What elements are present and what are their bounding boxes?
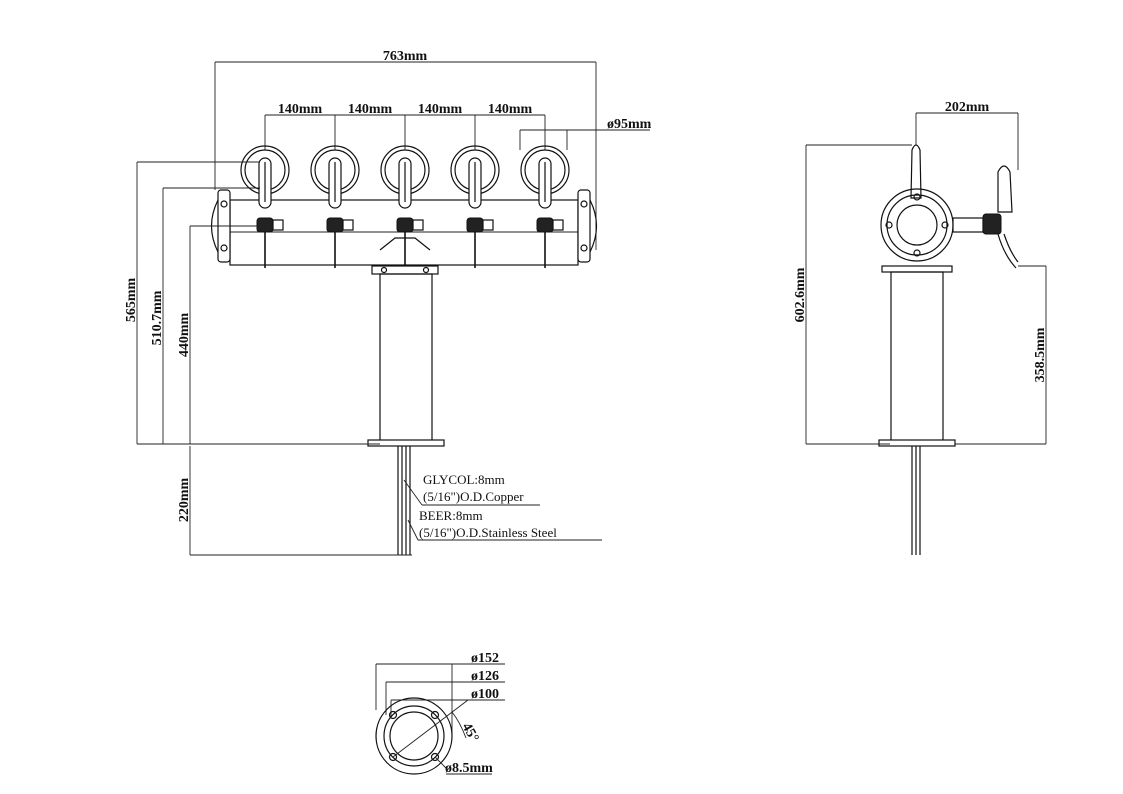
- end-bolt: [580, 200, 588, 208]
- end-bolt: [220, 244, 228, 252]
- side-bolt: [941, 221, 949, 229]
- total-height-label: 602.6mm: [793, 267, 808, 322]
- side-tap-handle: [997, 165, 1013, 213]
- dia-152-label: ø152: [471, 651, 499, 666]
- side-tap-body: [982, 213, 1002, 235]
- angle-leader: [392, 699, 469, 758]
- side-flange-mid: [886, 194, 948, 256]
- side-bolt: [913, 193, 921, 201]
- tap-spacing-label-1: 140mm: [278, 102, 323, 117]
- tap-spacing-label-4: 140mm: [488, 102, 533, 117]
- glycol-leader: [403, 479, 423, 506]
- base-bolt-hole: [388, 710, 398, 720]
- side-top-flange: [881, 265, 953, 273]
- end-dome-right: [589, 199, 598, 253]
- tower-column: [379, 273, 433, 443]
- tap-spacing-label-3: 140mm: [418, 102, 463, 117]
- spout-height-label: 358.5mm: [1033, 327, 1048, 382]
- end-cap-right: [577, 189, 591, 263]
- tap-spacing-label-2: 140mm: [348, 102, 393, 117]
- base-bolt-hole: [388, 752, 398, 762]
- base-outer-circle: [375, 697, 453, 775]
- overall-width-label: 763mm: [383, 49, 428, 64]
- hole-dia-label: ø8.5mm: [445, 761, 493, 776]
- side-tap-shank: [952, 217, 984, 233]
- base-bolt-circle: [383, 705, 445, 767]
- dia-100-label: ø100: [471, 687, 499, 702]
- flange-bolt: [380, 266, 388, 274]
- tap-2: [310, 145, 360, 268]
- beer-note-line2: (5/16")O.D.Stainless Steel: [419, 525, 557, 540]
- angle-arc: [451, 711, 467, 739]
- tap-4: [450, 145, 500, 268]
- side-flange-inner: [896, 204, 938, 246]
- front-view: 763mm 140mm 140mm 140mm 140mm ø95mm: [124, 49, 652, 556]
- side-bolt: [913, 249, 921, 257]
- glycol-note-line1: GLYCOL:8mm: [423, 472, 505, 487]
- base-bolt-hole: [430, 752, 440, 762]
- height-565-label: 565mm: [124, 278, 139, 323]
- side-bolt: [885, 221, 893, 229]
- side-base-plate: [878, 439, 956, 447]
- beer-leader: [407, 519, 419, 541]
- side-spout: [997, 233, 1017, 269]
- hole-leader: [434, 756, 447, 769]
- angle-label: 45°: [459, 721, 482, 745]
- height-440-label: 440mm: [177, 313, 192, 358]
- tap-3: [380, 145, 430, 268]
- base-view: ø152 ø126 ø100 45° ø8.5mm: [375, 651, 505, 776]
- base-bolt-hole: [430, 710, 440, 720]
- tap-1: [240, 145, 290, 268]
- base-plate: [367, 439, 445, 447]
- side-column: [890, 271, 944, 443]
- tee-joint: [379, 237, 431, 251]
- beer-note-line1: BEER:8mm: [419, 508, 483, 523]
- side-handle-top: [910, 144, 922, 199]
- end-bolt: [580, 244, 588, 252]
- end-bolt: [220, 200, 228, 208]
- dia-126-label: ø126: [471, 669, 499, 684]
- side-spout-inner: [1003, 233, 1019, 263]
- flange-bolt: [422, 266, 430, 274]
- side-view: 202mm 602.6mm 358.5mm: [793, 100, 1048, 555]
- glycol-note-line2: (5/16")O.D.Copper: [423, 489, 524, 504]
- height-510-label: 510.7mm: [150, 290, 165, 345]
- base-inner-circle: [389, 711, 439, 761]
- shank-length-label: 220mm: [177, 478, 192, 523]
- flange-diameter-label: ø95mm: [607, 117, 652, 132]
- depth-label: 202mm: [945, 100, 990, 115]
- tap-5: [520, 145, 570, 268]
